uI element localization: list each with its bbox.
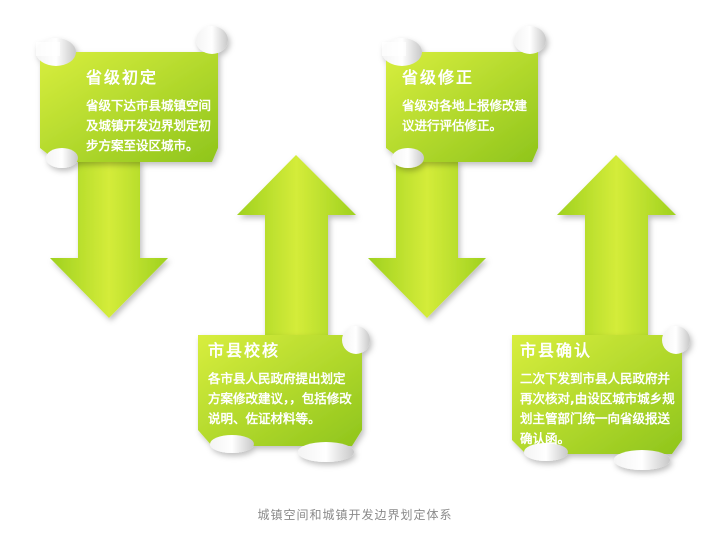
step-title-4: 市县确认 xyxy=(520,341,593,360)
figure-caption: 城镇空间和城镇开发边界划定体系 xyxy=(257,508,453,522)
step-body-2: 各市县人民政府提出划定方案修改建议，，包括修改说明、佐证材料等。 xyxy=(208,371,352,426)
arrow-down-2 xyxy=(368,160,486,318)
arrow-down-1 xyxy=(50,160,168,318)
card-4-shape xyxy=(512,326,690,470)
step-title-1: 省级初定 xyxy=(86,68,159,87)
step-card-3: 省级修正 省级对各地上报修改建议进行评估修正。 xyxy=(402,64,534,136)
step-body-1: 省级下达市县城镇空间及城镇开发边界划定初步方案至设区城市。 xyxy=(86,98,212,153)
arrow-up-1 xyxy=(237,155,356,335)
step-title-2: 市县校核 xyxy=(208,341,281,360)
step-card-1: 省级初定 省级下达市县城镇空间及城镇开发边界划定初步方案至设区城市。 xyxy=(86,64,212,156)
card-3-shape xyxy=(382,26,546,168)
card-2-shape xyxy=(198,326,370,462)
step-card-2: 市县校核 各市县人民政府提出划定方案修改建议，，包括修改说明、佐证材料等。 xyxy=(208,337,356,429)
step-title-3: 省级修正 xyxy=(402,68,475,87)
card-1-shape xyxy=(36,26,228,168)
step-body-3: 省级对各地上报修改建议进行评估修正。 xyxy=(402,98,528,133)
step-card-4: 市县确认 二次下发到市县人民政府并再次核对,由设区城市城乡规划主管部门统一向省级… xyxy=(520,337,678,449)
step-body-4: 二次下发到市县人民政府并再次核对,由设区城市城乡规划主管部门统一向省级报送确认函… xyxy=(520,371,675,446)
arrow-up-2 xyxy=(557,155,676,335)
